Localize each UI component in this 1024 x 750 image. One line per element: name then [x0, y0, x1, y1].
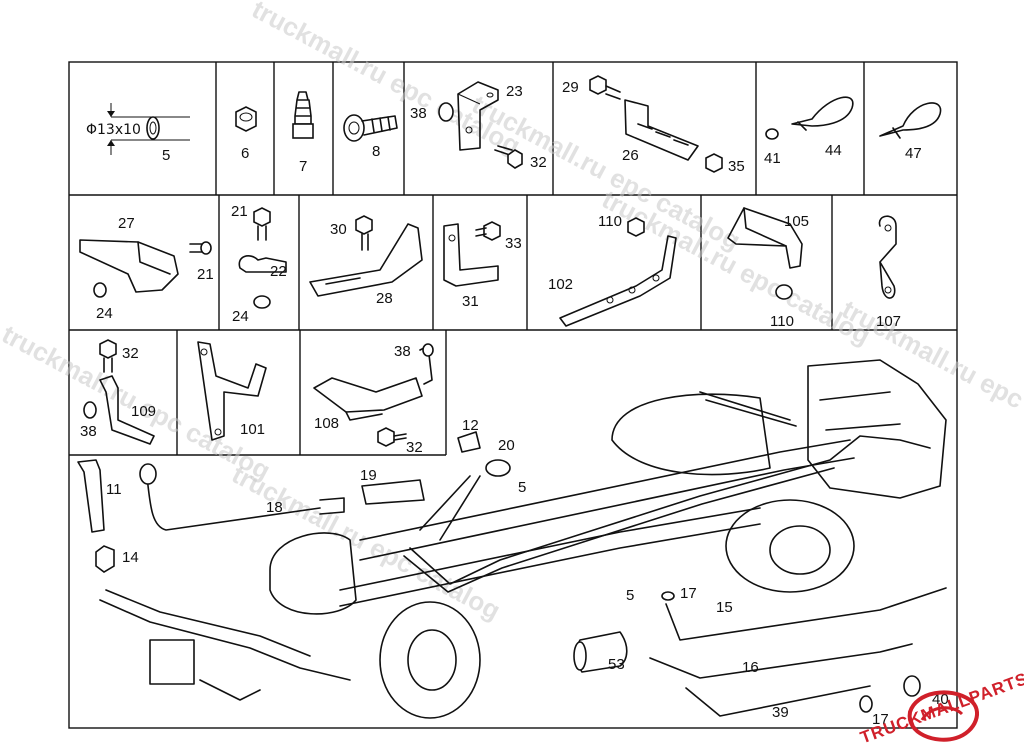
part-label: 105: [784, 213, 809, 230]
part-label: 38: [410, 105, 427, 122]
part-label: 21: [197, 266, 214, 283]
part-label: 30: [330, 221, 347, 238]
part-label: 11: [106, 481, 122, 498]
watermark: truckmall.ru epc catalog: [247, 0, 525, 161]
part-label: 101: [240, 421, 265, 438]
part-label: 27: [118, 215, 135, 232]
cell-28: 30 28: [309, 215, 423, 307]
cell-101: 101: [197, 341, 267, 441]
part-label: 7: [299, 158, 307, 175]
part-label: 24: [232, 308, 249, 325]
part-label: 21: [231, 203, 248, 220]
cell-109: 32 109 38: [80, 339, 156, 445]
part-label: 110: [770, 313, 794, 330]
part-label: 32: [406, 439, 423, 456]
part-label: 38: [394, 343, 411, 360]
part-label: 107: [876, 313, 901, 330]
part-label: 14: [122, 549, 139, 566]
part-label: 31: [462, 293, 479, 310]
part-label: 15: [716, 599, 733, 616]
cell-108: 38 108 32: [313, 343, 434, 456]
part-label: 41: [764, 150, 781, 167]
part-label: 5: [518, 479, 526, 496]
part-label: 26: [622, 147, 639, 164]
part-label: 20: [498, 437, 515, 454]
part-label: 24: [96, 305, 113, 322]
part-label: 12: [462, 417, 479, 434]
part-label: 44: [825, 142, 842, 159]
cell-31: 33 31: [443, 221, 522, 310]
logo-text: TRUCKMALLPARTS: [858, 669, 1024, 747]
part-label: 5: [162, 147, 170, 164]
cell-27: 27 21 24: [79, 215, 214, 322]
cell-102: 110 102: [548, 213, 677, 327]
part-label: 28: [376, 290, 393, 307]
part-label: 8: [372, 143, 380, 160]
part-label: 102: [548, 276, 573, 293]
watermark: truckmall.ru epc catalog: [467, 89, 745, 256]
part-label: 109: [131, 403, 156, 420]
part-label: 32: [530, 154, 547, 171]
part-label: 16: [742, 659, 759, 676]
cell-7: 7: [292, 91, 314, 175]
cell-105: 105 110: [727, 207, 809, 330]
part-label: 53: [608, 656, 625, 673]
part-label: 17: [680, 585, 697, 602]
cell-8: 8: [343, 114, 398, 160]
part-label: 17: [872, 711, 889, 728]
part-label: 23: [506, 83, 523, 100]
cell-41-44: 41 44: [764, 96, 854, 167]
truckmallparts-logo: TRUCKMALLPARTS: [858, 669, 1024, 747]
part-label: 29: [562, 79, 579, 96]
part-label: 39: [772, 704, 789, 721]
part-label: 32: [122, 345, 139, 362]
dimension-label: Φ13x10: [86, 122, 141, 138]
part-label: 40: [932, 691, 949, 708]
part-label: 33: [505, 235, 522, 252]
watermark: truckmall.ru epc catalog: [837, 294, 1024, 461]
part-label: 108: [314, 415, 339, 432]
part-label: 35: [728, 158, 745, 175]
part-label: 5: [626, 587, 634, 604]
part-label: 110: [598, 213, 622, 230]
cell-47: 47: [879, 102, 942, 162]
part-label: 19: [360, 467, 377, 484]
part-label: 38: [80, 423, 97, 440]
cell-22: 21 22 24: [231, 203, 287, 325]
part-label: 47: [905, 145, 922, 162]
chassis-labels: 11 14 18 19 12 20 5 5 17 15 16 53 39 40 …: [106, 417, 949, 728]
part-label: 6: [241, 145, 249, 162]
truck-chassis-drawing: [77, 359, 947, 719]
parts-grid: [68, 61, 958, 729]
watermark: truckmall.ru epc catalog: [597, 184, 875, 351]
cell-5: Φ13x10 5: [86, 103, 190, 164]
cell-26: 29 26 35: [562, 75, 745, 175]
part-label: 22: [270, 263, 287, 280]
part-label: 18: [266, 499, 283, 516]
cell-107: 107: [876, 215, 901, 330]
cell-23: 38 23 32: [410, 81, 547, 171]
cell-6: 6: [235, 106, 257, 162]
